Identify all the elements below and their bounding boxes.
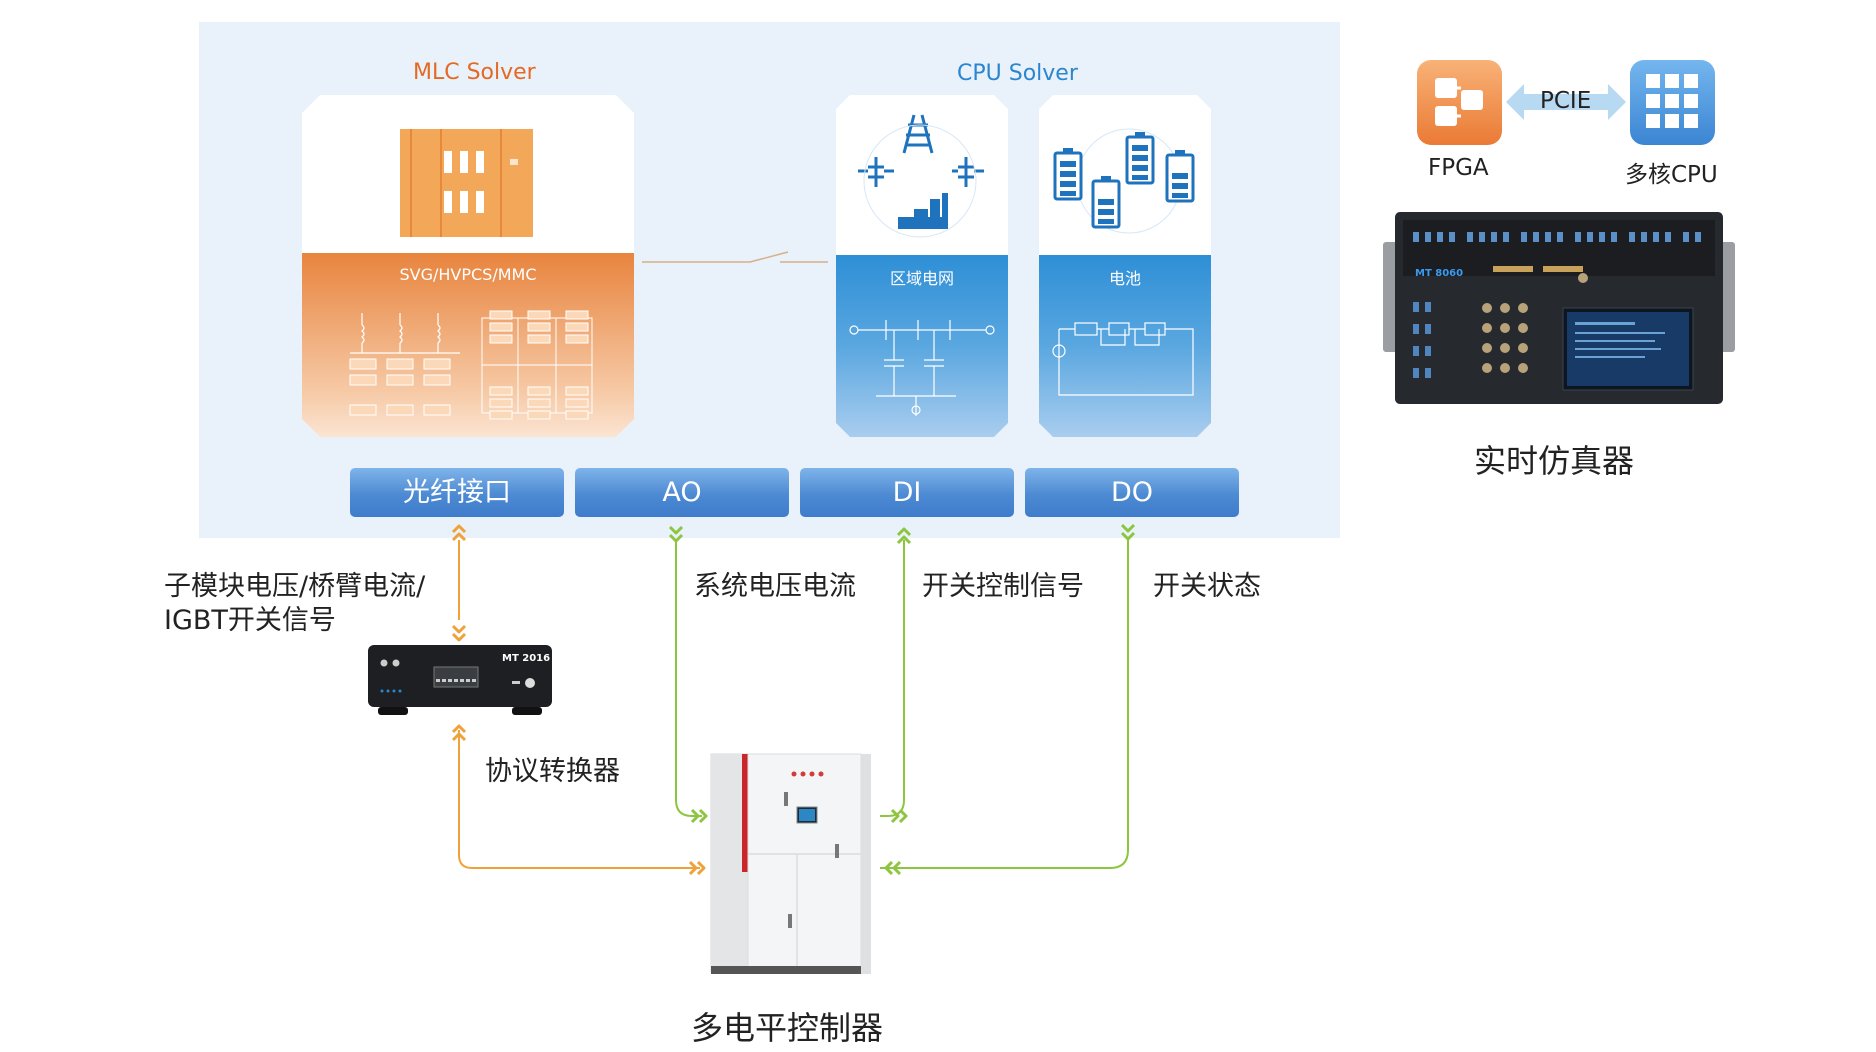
battery-band xyxy=(1039,255,1211,437)
real-time-simulator-device: MT 8060 xyxy=(1383,212,1735,410)
grid-card: 区域电网 xyxy=(836,95,1008,437)
di-signal-label: 开关控制信号 xyxy=(922,571,1084,602)
multilevel-controller-label: 多电平控制器 xyxy=(691,1009,884,1047)
battery-card: 电池 xyxy=(1039,95,1211,437)
power-grid-icon xyxy=(858,114,984,238)
fiber-signal-label-1: 子模块电压/桥臂电流/ xyxy=(164,571,426,602)
converter-cabinet-icon xyxy=(400,129,533,237)
fpga-icon xyxy=(1417,60,1502,145)
protocol-converter-device: MT 2016 xyxy=(368,645,552,715)
grid-band xyxy=(836,255,1008,437)
do-signal-label: 开关状态 xyxy=(1153,571,1261,602)
multilevel-controller-cabinet xyxy=(710,753,871,974)
solver-link-switch xyxy=(642,251,828,263)
ao-signal-label: 系统电压电流 xyxy=(694,571,856,602)
fpga-label: FPGA xyxy=(1428,155,1489,181)
battery-pack-icon xyxy=(1053,128,1195,234)
grid-circuit-diagram xyxy=(849,320,995,416)
mmc-topology-diagram xyxy=(349,310,593,420)
converter-model-label: MT 2016 xyxy=(502,653,551,664)
mlc-band-label: SVG/HVPCS/MMC xyxy=(399,265,537,284)
fiber-interface-button[interactable]: 光纤接口 xyxy=(350,468,564,517)
ao-interface-button[interactable]: AO xyxy=(575,468,789,517)
multicore-cpu-label: 多核CPU xyxy=(1625,162,1718,188)
mlc-topology-band xyxy=(302,253,634,437)
cpu-solver-title: CPU Solver xyxy=(957,61,1078,86)
mlc-solver-card: SVG/HVPCS/MMC xyxy=(302,95,634,437)
mlc-solver-title: MLC Solver xyxy=(413,60,536,85)
do-interface-button[interactable]: DO xyxy=(1025,468,1239,517)
protocol-converter-label: 协议转换器 xyxy=(485,756,620,787)
battery-label: 电池 xyxy=(1108,269,1141,288)
fiber-signal-label-2: IGBT开关信号 xyxy=(164,605,336,636)
di-interface-button[interactable]: DI xyxy=(800,468,1014,517)
grid-label: 区域电网 xyxy=(889,269,954,288)
simulator-model-label: MT 8060 xyxy=(1415,268,1464,279)
real-time-simulator-label: 实时仿真器 xyxy=(1474,442,1635,480)
multicore-cpu-icon xyxy=(1630,60,1715,145)
pcie-double-arrow xyxy=(1506,84,1626,120)
pcie-label: PCIE xyxy=(1540,88,1592,114)
battery-circuit-diagram xyxy=(1052,322,1194,396)
